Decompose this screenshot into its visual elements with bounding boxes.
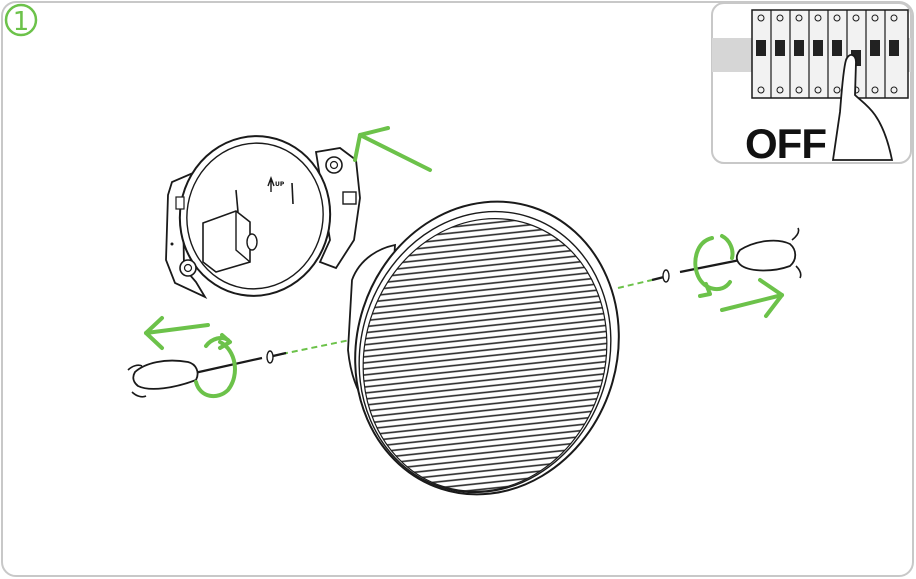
bracket-up-label: UP <box>275 181 285 188</box>
arrow-icon <box>355 128 430 170</box>
step-number-badge: 1 <box>6 5 36 37</box>
left-guide-line <box>282 340 350 354</box>
right-guide-line <box>618 280 652 288</box>
breaker-off-label: OFF <box>745 120 826 167</box>
circuit-breaker-off-illustration: OFF <box>712 3 911 167</box>
mounting-bracket: UP <box>166 124 360 308</box>
screwdriver-icon <box>128 358 262 397</box>
screw-icon <box>267 351 286 363</box>
screw-icon <box>652 270 669 282</box>
arrow-icon <box>722 280 782 316</box>
step-number: 1 <box>13 7 30 37</box>
breaker-row <box>752 10 908 98</box>
arrow-icon <box>146 318 208 348</box>
speaker-grille <box>318 167 657 529</box>
